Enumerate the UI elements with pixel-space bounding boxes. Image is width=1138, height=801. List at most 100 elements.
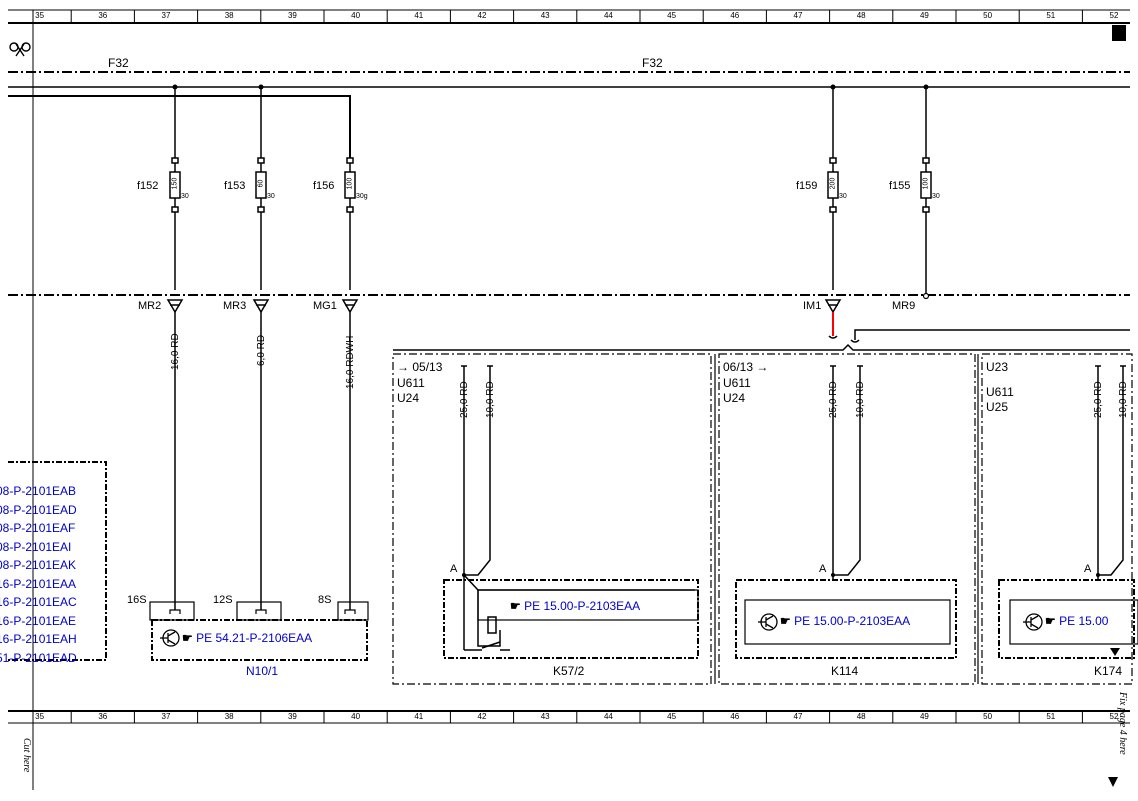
ref-link-k114[interactable]: ☛ PE 15.00-P-2103EAA bbox=[780, 614, 911, 628]
ref-link-k57[interactable]: ☛ PE 15.00-P-2103EAA bbox=[510, 599, 641, 613]
ruler-number: 48 bbox=[856, 712, 866, 721]
section-dividers bbox=[714, 354, 979, 684]
fuse-terminal-f156: 30g bbox=[356, 193, 368, 200]
k57-inner-box bbox=[477, 589, 699, 621]
section-1-code-1: U611 bbox=[397, 376, 425, 390]
ruler-number: 50 bbox=[983, 11, 993, 20]
fuse-label-f156: f156 bbox=[313, 180, 335, 192]
component-name-n10: N10/1 bbox=[246, 664, 279, 678]
bus-label-right: F32 bbox=[642, 56, 663, 70]
wire-label-mr3: 6,0 RD bbox=[256, 334, 267, 366]
ruler-number: 38 bbox=[224, 11, 234, 20]
component-name-k57: K57/2 bbox=[553, 664, 585, 678]
k114-wires bbox=[832, 372, 861, 580]
ruler-number: 37 bbox=[161, 712, 171, 721]
pin-label-16s: 16S bbox=[127, 594, 147, 606]
pin-label-12s: 12S bbox=[213, 594, 233, 606]
n10-wires bbox=[174, 312, 351, 610]
ruler-number: 46 bbox=[730, 712, 740, 721]
component-name-k174: K174 bbox=[1094, 664, 1123, 678]
left-list-clip: 08-P-2101EAB 08-P-2101EAD 08-P-2101EAF 0… bbox=[0, 0, 106, 801]
bottom-ruler bbox=[8, 710, 1130, 724]
list-item[interactable]: 08-P-2101EAB bbox=[0, 484, 77, 498]
ruler-number: 42 bbox=[477, 712, 487, 721]
fuse-label-f153: f153 bbox=[224, 180, 246, 192]
ruler-number: 45 bbox=[667, 11, 677, 20]
fuse-label-f152: f152 bbox=[137, 180, 159, 192]
section-2-code-1: U611 bbox=[723, 376, 751, 390]
k114-inner-box bbox=[744, 599, 951, 645]
bus-label-left: F32 bbox=[108, 56, 129, 70]
ruler-number: 43 bbox=[540, 712, 550, 721]
ruler-number: 52 bbox=[1109, 712, 1119, 721]
junction-dots bbox=[172, 84, 929, 90]
k174-inner-box bbox=[1009, 599, 1138, 645]
section-frames bbox=[392, 353, 1133, 685]
connector-label-mr2: MR2 bbox=[138, 300, 162, 312]
section-2-code-2: U24 bbox=[723, 391, 746, 405]
arrow-down-icon-bottom bbox=[1108, 777, 1118, 787]
ruler-number: 39 bbox=[287, 11, 297, 20]
ref-link-k174[interactable]: ☛ PE 15.00 bbox=[1045, 614, 1109, 628]
list-item[interactable]: 16-P-2101EAH bbox=[0, 632, 77, 646]
wire-label-mr2: 16,0 RD bbox=[170, 333, 181, 370]
list-item[interactable]: 16-P-2101EAE bbox=[0, 613, 77, 628]
pointing-hand-icon: ☛ bbox=[510, 599, 521, 613]
fuse-terminal-f159: 30 bbox=[839, 193, 847, 200]
left-list-frame bbox=[8, 461, 107, 661]
ruler-number: 37 bbox=[161, 11, 171, 20]
pin-label-a-k114: A bbox=[819, 563, 827, 575]
cut-here-text: Cut here bbox=[21, 738, 32, 773]
ruler-number: 39 bbox=[287, 712, 297, 721]
connector-label-mr9: MR9 bbox=[892, 300, 916, 312]
list-item[interactable]: 51-P-2101EAD bbox=[0, 650, 77, 665]
list-item[interactable]: 16-P-2101EAC bbox=[0, 595, 77, 609]
section-3-code-2: U611 bbox=[986, 385, 1014, 399]
section-3-code-3: U25 bbox=[986, 400, 1009, 414]
list-item[interactable]: 08-P-2101EAF bbox=[0, 521, 76, 535]
section-2-ref: 06/13 → bbox=[723, 360, 769, 374]
arrow-down-icon bbox=[1110, 648, 1120, 656]
ruler-number: 50 bbox=[983, 712, 993, 721]
fuse-rating-f152: 150 bbox=[171, 177, 179, 190]
k57-relay-contact bbox=[464, 641, 510, 651]
fuse-label-f155: f155 bbox=[889, 180, 911, 192]
section-1-ref: → 05/13 bbox=[397, 360, 443, 374]
ruler-number: 52 bbox=[1109, 11, 1119, 20]
wire-label-k57-a: 25,0 RD bbox=[459, 381, 470, 418]
component-name-k114: K114 bbox=[831, 664, 859, 678]
k57-relay-coil bbox=[487, 616, 497, 634]
scissors-icon bbox=[9, 42, 31, 57]
corner-marker-icon bbox=[1112, 25, 1126, 41]
connector-label-mg1: MG1 bbox=[313, 300, 337, 312]
k174-wires bbox=[1097, 372, 1124, 580]
ruler-number: 35 bbox=[35, 712, 45, 721]
fuse-terminal-f153: 30 bbox=[267, 193, 275, 200]
list-item[interactable]: 08-P-2101EAI bbox=[0, 539, 72, 554]
ruler-number: 47 bbox=[793, 712, 803, 721]
ruler-number: 41 bbox=[414, 11, 424, 20]
wire-label-k57-b: 10,0 RD bbox=[485, 381, 496, 418]
wire-label-k114-b: 10,0 RD bbox=[855, 381, 866, 418]
wire-label-k114-a: 25,0 RD bbox=[828, 381, 839, 418]
ruler-number: 45 bbox=[667, 712, 677, 721]
ruler-number: 40 bbox=[351, 712, 361, 721]
connector-label-im1: IM1 bbox=[803, 300, 822, 312]
ruler-number: 44 bbox=[603, 712, 613, 721]
ref-link-n10[interactable]: ☛ PE 54.21-P-2106EAA bbox=[182, 631, 313, 645]
section-stubs bbox=[461, 365, 1126, 372]
fuse-symbols bbox=[169, 157, 932, 213]
ruler-number: 41 bbox=[414, 712, 424, 721]
fuse-rating-f155: 100 bbox=[922, 177, 930, 190]
section-1-code-2: U24 bbox=[397, 391, 420, 405]
list-item[interactable]: 08-P-2101EAK bbox=[0, 558, 77, 572]
ruler-number: 47 bbox=[793, 11, 803, 20]
pointing-hand-icon: ☛ bbox=[780, 614, 791, 628]
ruler-number: 40 bbox=[351, 11, 361, 20]
pointing-hand-icon: ☛ bbox=[182, 631, 193, 645]
mr9-terminal bbox=[922, 292, 930, 300]
list-item[interactable]: 08-P-2101EAD bbox=[0, 502, 77, 517]
left-reference-list: 08-P-2101EAB 08-P-2101EAD 08-P-2101EAF 0… bbox=[0, 482, 77, 667]
list-item[interactable]: 16-P-2101EAA bbox=[0, 576, 77, 591]
